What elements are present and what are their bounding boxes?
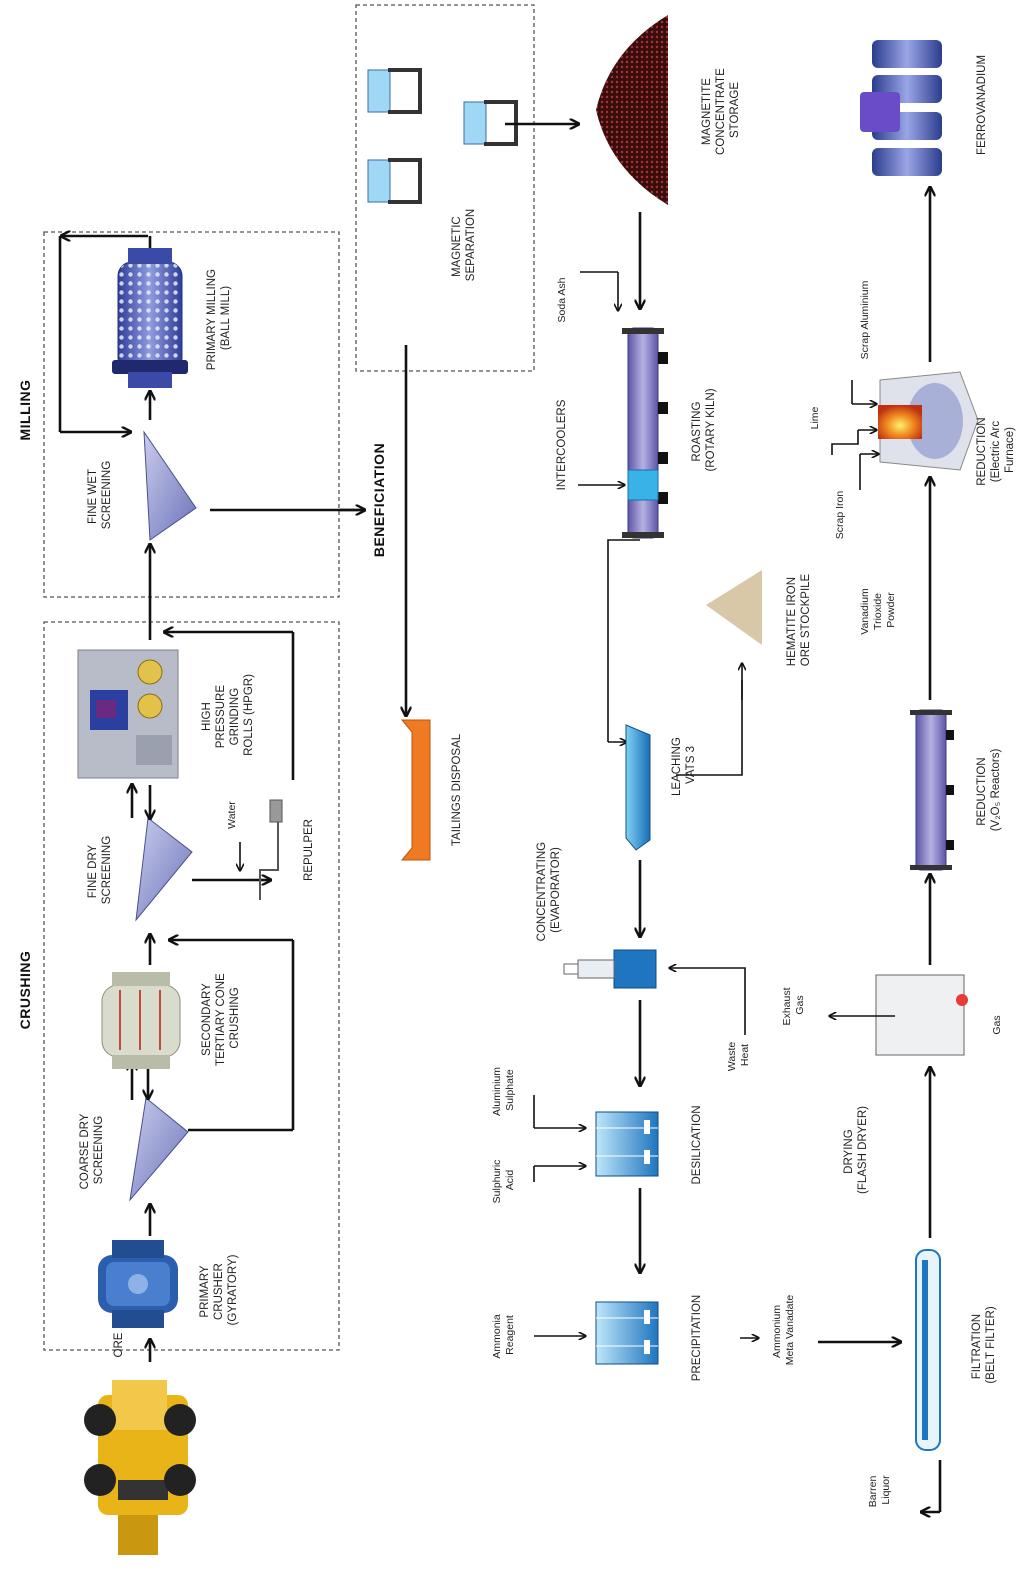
primary-milling-label: PRIMARY MILLING (BALL MILL) [206, 266, 232, 370]
scrap-aluminium-label: Scrap Aluminium [859, 280, 871, 359]
ball-mill-icon [112, 248, 188, 388]
precipitation-tank-icon [596, 1302, 658, 1364]
vanadium-trioxide-label: Vanadium Trioxide Powder [859, 585, 897, 634]
filtration-label: FILTRATION (BELT FILTER) [971, 1306, 997, 1383]
hematite-stockpile-label: HEMATITE IRON ORE STOCKPILE [786, 573, 812, 666]
magnetic-separator-icon [368, 70, 516, 202]
lime-label: Lime [809, 406, 821, 429]
tailings-disposal-label: TAILINGS DISPOSAL [451, 733, 463, 846]
coarse-dry-screening-label: COARSE DRY SCREENING [79, 1111, 105, 1190]
gas-label: Gas [991, 1015, 1003, 1034]
reduction-eaf-label: REDUCTION (Electric Arc Furnace) [976, 414, 1016, 486]
exhaust-gas-label: Exhaust Gas [781, 985, 806, 1026]
precipitation-label: PRECIPITATION [691, 1295, 703, 1381]
concentrating-label: CONCENTRATING (EVAPORATOR) [536, 839, 562, 942]
ferrovanadium-icon [860, 40, 942, 176]
barren-liquor-label: Barren Liquor [867, 1473, 892, 1507]
roasting-label: ROASTING (ROTARY KILN) [691, 388, 717, 471]
leaching-vat-icon [626, 725, 650, 850]
ferrovanadium-label: FERROVANADIUM [976, 55, 988, 155]
secondary-cone-crushing-label: SECONDARY TERTIARY CONE CRUSHING [201, 970, 241, 1066]
scrap-iron-label: Scrap Iron [834, 491, 846, 540]
desilication-label: DESILICATION [691, 1105, 703, 1184]
line-lime [832, 430, 858, 455]
hpgr-icon [78, 650, 178, 778]
line-kiln-to-leaching [608, 540, 640, 742]
ammonium-meta-vanadate-label: Ammonium Meta Vanadate [771, 1295, 796, 1366]
hematite-pile-icon [706, 570, 762, 645]
rotary-kiln-icon [622, 328, 668, 538]
repulper-icon [260, 800, 282, 900]
magnetite-pile-icon [596, 15, 668, 205]
section-title-beneficiation: BENEFICIATION [371, 443, 387, 557]
reduction-v2o5-label: REDUCTION (V₂O₅ Reactors) [976, 749, 1002, 832]
milling-section-box [44, 232, 339, 597]
ammonia-reagent-label: Ammonia Reagent [491, 1311, 516, 1358]
primary-crusher-label: PRIMARY CRUSHER (GYRATORY) [199, 1254, 239, 1325]
flash-dryer-icon [876, 975, 968, 1055]
belt-filter-icon [916, 1250, 940, 1450]
sulphuric-acid-label: Sulphuric Acid [491, 1157, 516, 1204]
waste-heat-label: Waste Heat [726, 1039, 751, 1071]
water-label: Water [226, 801, 238, 829]
coarse-dry-screen-icon [130, 1098, 188, 1200]
section-title-crushing: CRUSHING [17, 951, 33, 1030]
repulper-label: REPULPER [303, 819, 315, 881]
leaching-label: LEACHING VATS 3 [671, 734, 697, 796]
aluminium-sulphate-label: Aluminium Sulphate [491, 1064, 516, 1116]
intercoolers-label: INTERCOOLERS [556, 399, 568, 490]
fine-dry-screen-icon [136, 818, 192, 920]
fine-wet-screen-icon [144, 432, 196, 540]
drying-label: DRYING (FLASH DRYER) [843, 1106, 869, 1194]
haul-truck-icon [84, 1380, 196, 1555]
line-waste-heat [690, 968, 745, 1035]
magnetite-storage-label: MAGNETITE CONCENTRATE STORAGE [701, 65, 741, 155]
evaporator-icon [564, 950, 656, 988]
tailings-disposal-icon [402, 720, 430, 860]
soda-ash-label: Soda Ash [556, 277, 568, 322]
magnetic-separation-label: MAGNETIC SEPARATION [451, 209, 477, 281]
desilication-tank-icon [596, 1112, 658, 1176]
v2o5-reactor-icon [910, 710, 954, 870]
fine-wet-screening-label: FINE WET SCREENING [87, 461, 113, 529]
section-title-milling: MILLING [17, 379, 33, 440]
electric-arc-furnace-icon [878, 372, 978, 470]
ore-label: ORE [113, 1332, 125, 1357]
hpgr-label: HIGH PRESSURE GRINDING ROLLS (HPGR) [201, 674, 255, 756]
cone-crusher-icon [102, 972, 180, 1069]
fine-dry-screening-label: FINE DRY SCREENING [87, 836, 113, 904]
gyratory-crusher-icon [98, 1240, 178, 1328]
